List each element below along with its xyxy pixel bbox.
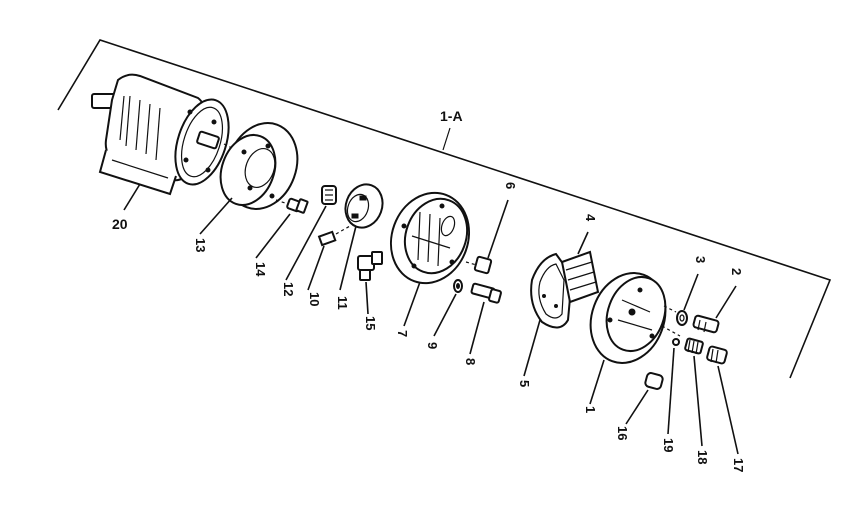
callout-16: 16 bbox=[615, 426, 630, 441]
leader-14 bbox=[255, 213, 291, 259]
washer bbox=[453, 279, 463, 293]
motor bbox=[91, 73, 237, 196]
cover bbox=[589, 272, 681, 364]
leader-1 bbox=[589, 359, 605, 405]
callout-3: 3 bbox=[693, 256, 708, 264]
spring-clip bbox=[321, 185, 337, 205]
leader-3 bbox=[683, 273, 699, 311]
callout-13: 13 bbox=[193, 238, 208, 253]
callout-8: 8 bbox=[463, 358, 478, 366]
assembly-bracket bbox=[57, 39, 832, 379]
leader-15 bbox=[365, 281, 369, 315]
leader-17 bbox=[717, 365, 739, 455]
callout-9: 9 bbox=[425, 342, 440, 350]
leader-20 bbox=[123, 183, 141, 211]
callout-4: 4 bbox=[583, 214, 598, 222]
callout-2: 2 bbox=[729, 268, 744, 276]
leader-10 bbox=[307, 245, 325, 291]
leader-9 bbox=[433, 293, 457, 337]
leader-16 bbox=[625, 389, 649, 425]
callout-18: 18 bbox=[695, 450, 710, 465]
screw-14 bbox=[275, 197, 309, 214]
plug bbox=[473, 255, 493, 275]
gasket bbox=[530, 252, 574, 329]
callout-1: 1 bbox=[583, 406, 598, 414]
callout-14: 14 bbox=[253, 262, 268, 277]
diffuser bbox=[560, 250, 600, 304]
bolt bbox=[470, 282, 502, 304]
leader-19 bbox=[667, 347, 675, 435]
callout-11: 11 bbox=[335, 296, 350, 310]
callout-10: 10 bbox=[307, 292, 322, 307]
leader-4 bbox=[577, 231, 589, 255]
coupling bbox=[344, 183, 384, 229]
o-ring bbox=[676, 310, 688, 326]
callout-5: 5 bbox=[517, 380, 532, 388]
pump-housing bbox=[389, 191, 481, 285]
leader-12 bbox=[285, 205, 327, 281]
callout-15: 15 bbox=[363, 316, 378, 331]
leader-7 bbox=[403, 281, 421, 327]
callout-20: 20 bbox=[112, 216, 128, 232]
pipe-elbow bbox=[357, 251, 383, 281]
adapter-plate bbox=[219, 122, 299, 210]
key bbox=[317, 225, 351, 247]
adjusting-screw bbox=[706, 345, 728, 365]
plug-screw bbox=[692, 314, 720, 334]
callout-12: 12 bbox=[281, 282, 296, 297]
leader-6 bbox=[487, 199, 509, 259]
leader-2 bbox=[715, 285, 737, 319]
callout-6: 6 bbox=[503, 182, 518, 190]
small-ball bbox=[672, 338, 680, 346]
drain-plug bbox=[644, 372, 664, 390]
leader-5 bbox=[523, 319, 541, 377]
leader-8 bbox=[469, 301, 485, 355]
leader-13 bbox=[199, 197, 233, 235]
leader-18 bbox=[693, 355, 703, 447]
callout-17: 17 bbox=[731, 458, 746, 473]
leader-11 bbox=[339, 225, 357, 291]
callout-19: 19 bbox=[661, 438, 676, 453]
callout-7: 7 bbox=[395, 330, 410, 338]
spring bbox=[684, 337, 704, 355]
assembly-label: 1-A bbox=[440, 108, 463, 124]
